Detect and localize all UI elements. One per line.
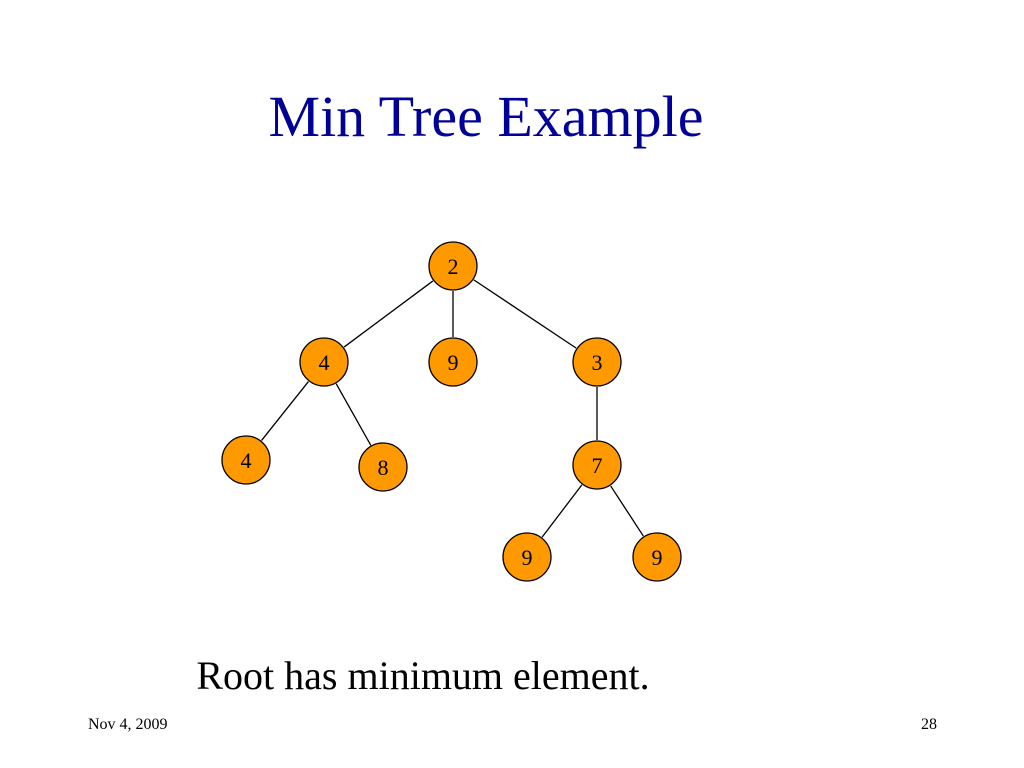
edge-right-child-to-right-child-right: [610, 485, 644, 537]
node-value: 2: [448, 254, 459, 279]
tree-edges: [261, 279, 644, 538]
node-circle: [632, 532, 682, 582]
node-circle: [502, 532, 552, 582]
edge-right-child-to-right-child-left: [541, 484, 583, 538]
node-circle: [428, 337, 478, 387]
node-circle: [221, 435, 271, 485]
node-circle: [572, 337, 622, 387]
node-circle: [428, 241, 478, 291]
node-value: 9: [522, 545, 533, 570]
node-value: 9: [652, 545, 663, 570]
edge-root-to-left: [343, 280, 434, 348]
footer-page-number: 28: [921, 716, 937, 733]
slide-title: Min Tree Example: [268, 84, 704, 149]
tree-node-right: 3: [572, 337, 622, 387]
node-circle: [299, 337, 349, 387]
tree-node-left: 4: [299, 337, 349, 387]
node-value: 4: [241, 448, 252, 473]
edge-left-to-left-left: [261, 381, 309, 441]
tree-node-middle: 9: [428, 337, 478, 387]
node-value: 4: [319, 350, 330, 375]
tree-node-left-left: 4: [221, 435, 271, 485]
tree-node-root: 2: [428, 241, 478, 291]
node-value: 8: [378, 455, 389, 480]
tree-node-right-child-right: 9: [632, 532, 682, 582]
footer-date: Nov 4, 2009: [88, 716, 168, 733]
edge-left-to-left-right: [335, 383, 372, 446]
node-value: 7: [592, 453, 603, 478]
node-value: 9: [448, 350, 459, 375]
tree-node-right-child-left: 9: [502, 532, 552, 582]
node-value: 3: [592, 350, 603, 375]
slide-caption: Root has minimum element.: [196, 653, 650, 698]
node-circle: [572, 440, 622, 490]
edge-root-to-right: [473, 279, 577, 349]
tree-node-right-child: 7: [572, 440, 622, 490]
tree-node-left-right: 8: [358, 442, 408, 492]
tree-nodes: 2 4 9 3 4 8 7 9 9: [221, 241, 682, 582]
node-circle: [358, 442, 408, 492]
